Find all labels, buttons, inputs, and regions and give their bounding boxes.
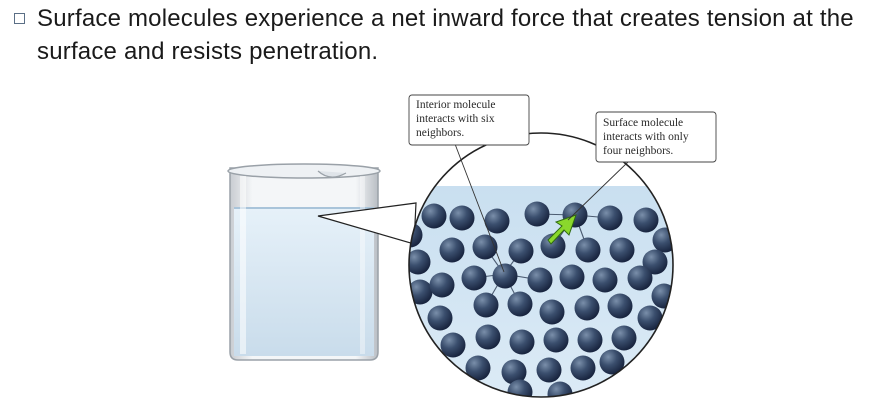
- water-molecule: [536, 357, 562, 383]
- water-molecule: [524, 201, 550, 227]
- water-molecule: [527, 267, 553, 293]
- water-molecule: [570, 355, 596, 381]
- magnified-view: [408, 132, 674, 398]
- interior-callout: Interior molecule interacts with six nei…: [408, 94, 530, 146]
- interior-callout-line-3: neighbors.: [416, 127, 464, 139]
- water-molecule: [627, 265, 653, 291]
- water-molecule: [633, 207, 659, 233]
- water-molecule: [475, 324, 501, 350]
- water-molecule: [492, 263, 518, 289]
- water-molecule: [421, 203, 447, 229]
- green-arrow-icon: [547, 214, 577, 245]
- water-molecule: [508, 238, 534, 264]
- surface-callout-line-2: interacts with only: [603, 131, 689, 143]
- water-molecule: [611, 325, 637, 351]
- water-molecule: [574, 295, 600, 321]
- water-molecule: [507, 379, 533, 397]
- water-molecule: [429, 272, 455, 298]
- water-molecule: [547, 381, 573, 397]
- water-molecule: [507, 291, 533, 317]
- surface-callout-line-3: four neighbors.: [603, 145, 673, 157]
- water-molecule: [465, 355, 491, 381]
- surface-callout-leader: [567, 161, 629, 221]
- beaker-spout: [317, 170, 347, 178]
- water-molecule: [501, 359, 527, 385]
- beaker-water: [234, 208, 374, 356]
- water-molecule: [577, 327, 603, 353]
- interior-callout-line-1: Interior molecule: [416, 99, 496, 111]
- interior-callout-line-2: interacts with six: [416, 113, 495, 125]
- water-molecule: [637, 305, 663, 331]
- beaker: [227, 163, 381, 361]
- water-molecule: [539, 299, 565, 325]
- water-molecule: [484, 208, 510, 234]
- water-molecule: [642, 249, 668, 275]
- water-molecule: [599, 349, 625, 375]
- water-molecule: [607, 293, 633, 319]
- water-molecule: [597, 205, 623, 231]
- water-molecule: [540, 233, 566, 259]
- bullet-text: Surface molecules experience a net inwar…: [37, 5, 854, 65]
- surface-callout-line-1: Surface molecule: [603, 117, 683, 129]
- water-molecule: [439, 237, 465, 263]
- water-molecule: [461, 265, 487, 291]
- water-molecule: [409, 249, 431, 275]
- water-molecule: [575, 237, 601, 263]
- water-molecule: [652, 227, 673, 253]
- water-molecule: [543, 327, 569, 353]
- water-molecule: [609, 237, 635, 263]
- water-molecule: [509, 329, 535, 355]
- water-molecule: [473, 292, 499, 318]
- bullet-square-icon: [14, 13, 25, 24]
- water-molecule: [651, 283, 673, 309]
- water-molecule: [472, 234, 498, 260]
- interior-callout-leader: [454, 143, 505, 273]
- water-molecule: [449, 205, 475, 231]
- water-molecule: [427, 305, 453, 331]
- water-molecule: [559, 264, 585, 290]
- surface-callout: Surface molecule interacts with only fou…: [595, 111, 717, 163]
- water-molecule: [440, 332, 466, 358]
- water-molecule: [592, 267, 618, 293]
